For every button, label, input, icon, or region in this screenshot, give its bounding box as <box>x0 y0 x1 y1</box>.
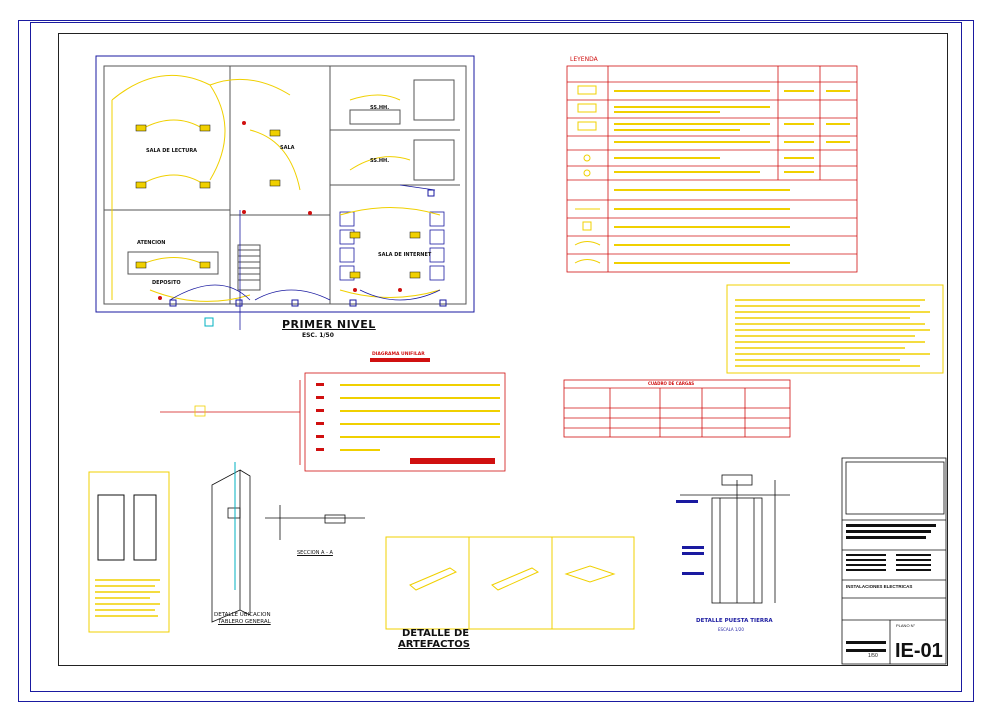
section-aa <box>265 505 365 540</box>
room-sshh-1: SS.HH. <box>370 105 390 111</box>
meter-box <box>204 317 214 327</box>
sheet-border <box>30 22 962 692</box>
grounding-well <box>680 474 790 604</box>
grounding-labels <box>676 500 704 575</box>
sheet-label: PLANO N° <box>896 623 916 628</box>
grounding-title: DETALLE PUESTA TIERRA <box>696 618 773 624</box>
outlets <box>158 121 402 300</box>
notes-lines <box>735 299 930 367</box>
title-block-text-lines <box>846 524 936 652</box>
room-sala-internet: SALA DE INTERNET <box>378 252 432 258</box>
load-table <box>563 379 791 438</box>
tablero-notes <box>95 579 160 617</box>
room-deposito: DEPOSITO <box>152 280 181 286</box>
artefactos-title-2: ARTEFACTOS <box>398 639 470 650</box>
tablero-detail <box>88 471 170 633</box>
notes-box <box>726 284 944 374</box>
title-block <box>841 457 947 665</box>
tablero-3d <box>211 469 251 623</box>
room-sala-lectura: SALA DE LECTURA <box>146 148 198 154</box>
plan-scale: ESC. 1/50 <box>302 332 334 339</box>
single-line-diagram <box>160 372 506 472</box>
project-name: INSTALACIONES ELECTRICAS <box>846 584 913 589</box>
tablero-title-1: DETALLE UBICACION <box>214 612 271 618</box>
sheet-scale: 1/50 <box>868 653 878 659</box>
outer-frame <box>18 20 974 702</box>
plan-title: PRIMER NIVEL <box>282 318 376 331</box>
artefactos-title-1: DETALLE DE <box>402 628 470 639</box>
circuit-wiring <box>111 74 441 302</box>
legend-symbols <box>574 85 601 264</box>
diagram-circuit-lines <box>340 384 500 451</box>
artefactos-boxes <box>385 536 635 630</box>
room-atencion: ATENCION <box>137 240 166 246</box>
grounding-scale: ESCALA 1/20 <box>718 627 744 632</box>
legend-text-lines <box>614 90 850 264</box>
light-fixtures <box>135 124 421 279</box>
floor-plan <box>95 55 475 313</box>
legend-table <box>566 65 858 273</box>
diagram-title: DIAGRAMA UNIFILAR <box>372 352 425 357</box>
room-sshh-2: SS.HH. <box>370 158 390 164</box>
load-table-title: CUADRO DE CARGAS <box>648 381 695 386</box>
sheet-code: IE-01 <box>895 640 943 662</box>
room-sala: SALA <box>280 145 295 151</box>
junction-boxes <box>169 189 447 307</box>
diagram-labels <box>316 358 495 464</box>
section-title: SECCION A - A <box>297 550 333 556</box>
legend-title: LEYENDA <box>570 56 598 63</box>
drawing-area <box>58 33 948 666</box>
tablero-title-2: TABLERO GENERAL <box>218 619 271 625</box>
power-circuits <box>169 184 441 330</box>
internet-desks <box>339 211 445 281</box>
